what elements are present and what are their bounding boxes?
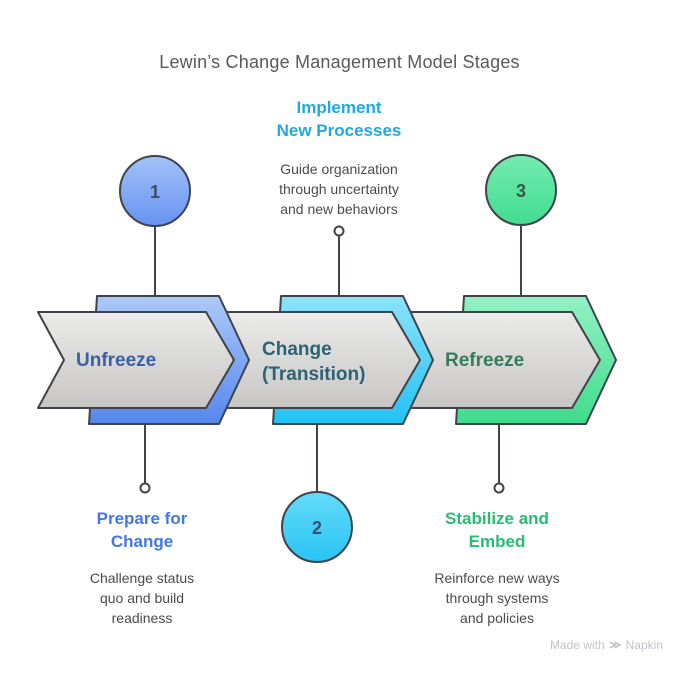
stage3-callout-title: Stabilize and Embed (397, 507, 597, 553)
stage3-bottom-connector-ring (493, 482, 505, 494)
stage3-callout-title-line1: Stabilize and (445, 509, 549, 528)
stage3-callout-description: Reinforce new ways through systems and p… (397, 568, 597, 628)
stage2-desc-line2: through uncertainty (279, 181, 399, 197)
unfreeze-arrow-label-line: Unfreeze (76, 350, 157, 371)
stage1-number: 1 (149, 182, 160, 202)
stage3-desc-line2: through systems (445, 590, 549, 606)
stage1-number-badge (119, 155, 191, 227)
made-with-napkin-watermark: Made with Napkin (550, 638, 663, 652)
page-title: Lewin’s Change Management Model Stages (159, 52, 520, 72)
stage1-desc-line1: Challenge status (89, 570, 195, 586)
stage1-callout-title: Prepare for Change (42, 507, 242, 553)
stage3-desc-line1: Reinforce new ways (434, 570, 560, 586)
stage2-callout-title-line2: New Processes (276, 121, 402, 140)
stage1-callout-title-line2: Change (110, 532, 174, 551)
unfreeze-arrow-label: Unfreeze (76, 348, 156, 373)
refreeze-arrow-label: Refreeze (445, 348, 524, 373)
change-arrow-label-line2: (Transition) (262, 364, 366, 385)
unfreeze-arrow-shape (37, 311, 235, 409)
stage2-desc-line1: Guide organization (280, 161, 398, 177)
refreeze-arrow-label-line: Refreeze (445, 350, 525, 371)
stage1-desc-line2: quo and build (99, 590, 185, 606)
stage2-number-badge (281, 491, 353, 563)
stage2-desc-line3: and new behaviors (280, 201, 398, 217)
stage1-callout-description: Challenge status quo and build readiness (42, 568, 242, 628)
stage2-callout-description: Guide organization through uncertainty a… (239, 159, 439, 219)
stage2-top-connector-ring (333, 225, 345, 237)
stage2-callout-title-line1: Implement (296, 98, 382, 117)
stage3-callout-title-line2: Embed (468, 532, 526, 551)
stage1-callout-title-line1: Prepare for (96, 509, 188, 528)
stage1-desc-line3: readiness (111, 610, 173, 626)
napkin-logo-icon (609, 641, 621, 648)
stage3-desc-line3: and policies (460, 610, 534, 626)
watermark-prefix: Made with (549, 638, 605, 652)
stage2-number: 2 (311, 518, 322, 538)
change-arrow-label-line1: Change (262, 339, 332, 360)
stage3-number: 3 (515, 181, 526, 201)
change-arrow-label: Change (Transition) (262, 337, 365, 387)
watermark-brand: Napkin (625, 638, 663, 652)
stage3-number-badge (485, 154, 557, 226)
stage2-callout-title: Implement New Processes (239, 96, 439, 142)
stage1-bottom-connector-ring (139, 482, 151, 494)
